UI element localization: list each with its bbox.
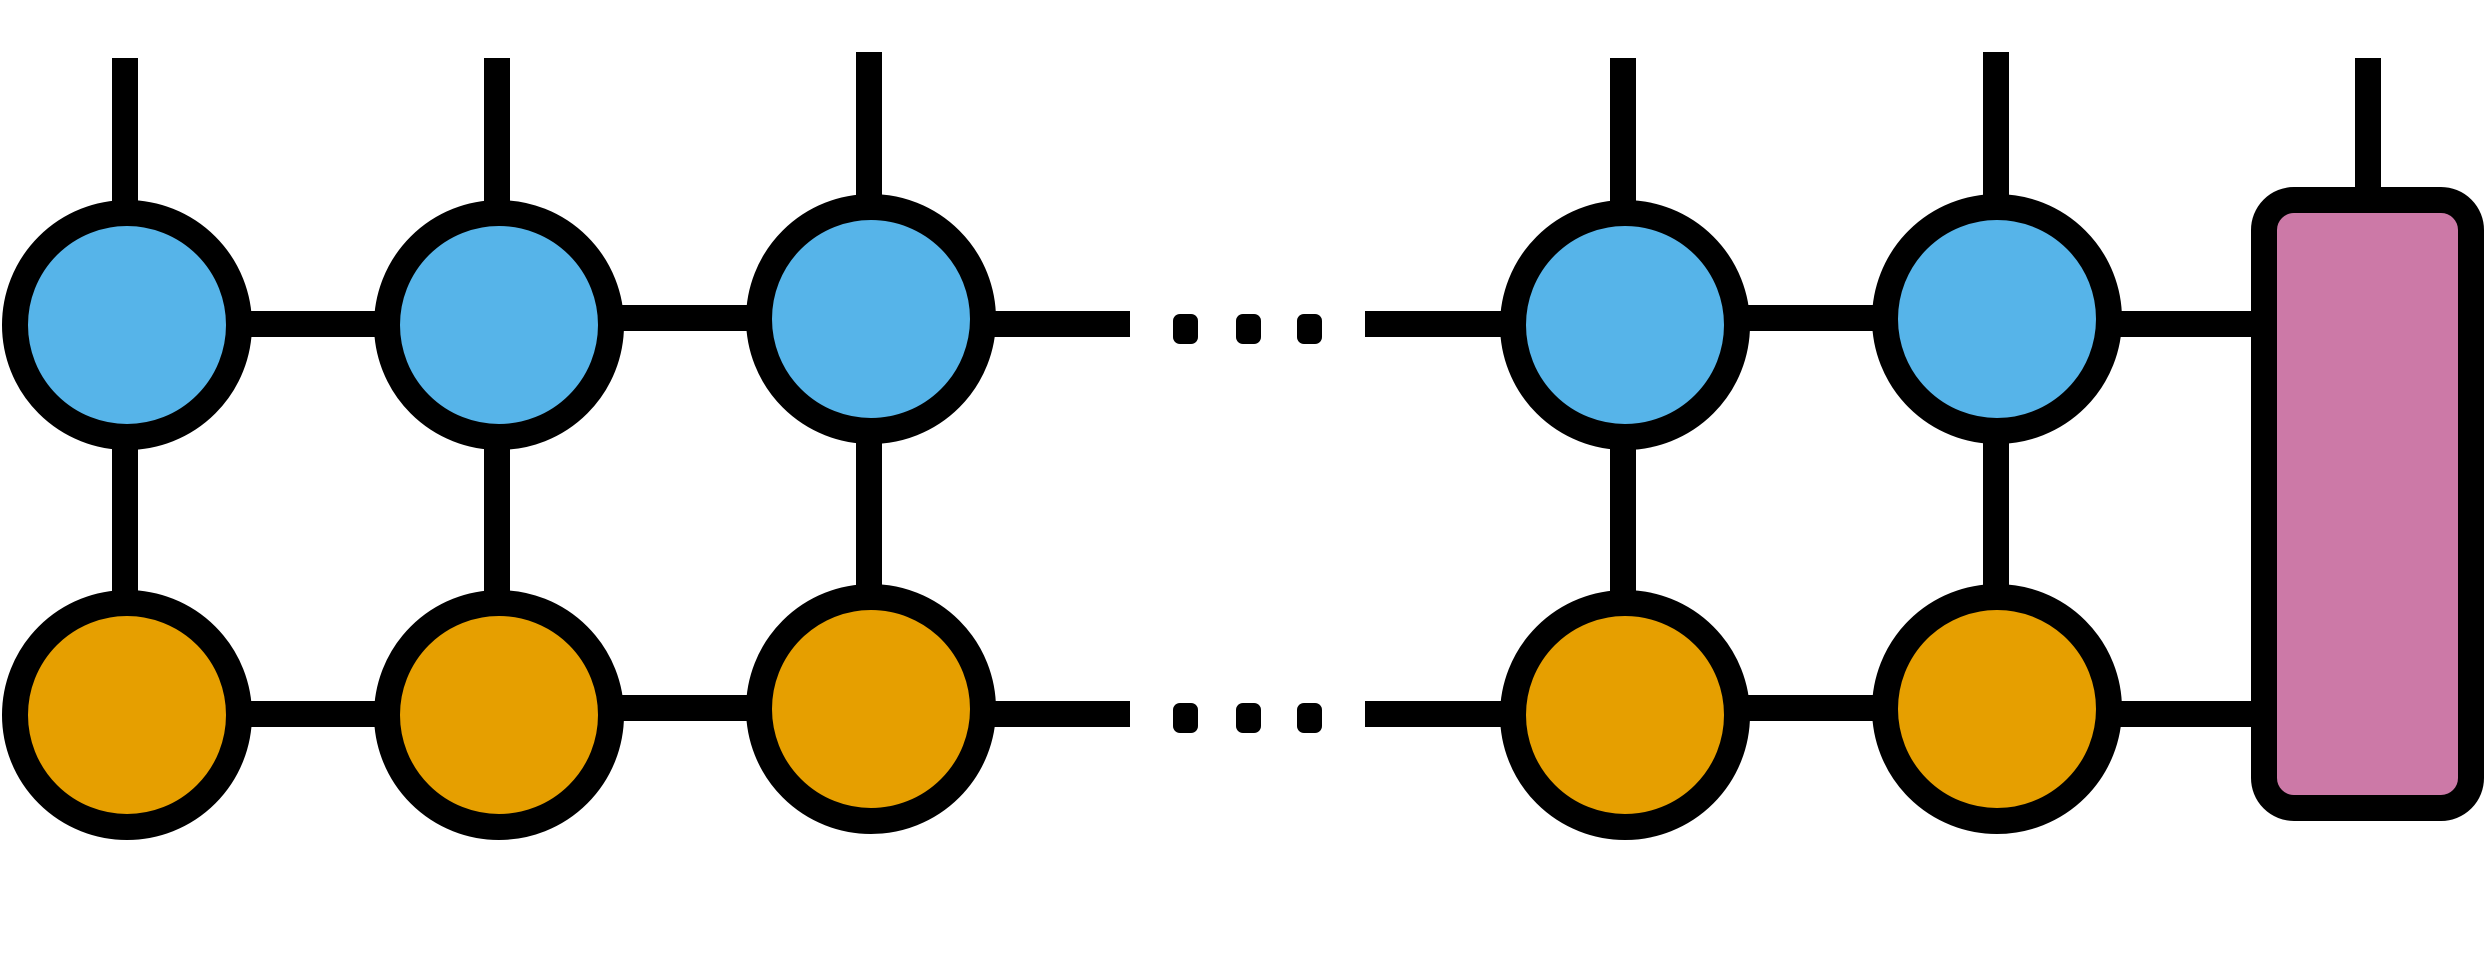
- ellipsis-dot: [1297, 314, 1322, 344]
- ellipsis-dot: [1173, 314, 1198, 344]
- top-row-nodes: [2, 194, 2122, 450]
- bottom-tensor-node: [1500, 590, 1750, 840]
- ellipsis-dot: [1236, 314, 1261, 344]
- bottom-tensor-node: [746, 584, 996, 834]
- physical-legs: [112, 52, 2381, 210]
- top-row-bonds: [240, 305, 2262, 337]
- bottom-row-bonds: [240, 695, 2262, 727]
- ellipsis-dot: [1236, 703, 1261, 733]
- gap-marker-top: [1173, 314, 1322, 344]
- ellipsis-dot: [1173, 703, 1198, 733]
- gap-marker-bottom: [1173, 703, 1322, 733]
- top-tensor-node: [746, 194, 996, 444]
- bottom-tensor-node: [2, 590, 252, 840]
- vertical-bonds: [112, 425, 2009, 600]
- ellipsis-dot: [1297, 703, 1322, 733]
- top-tensor-node: [1500, 200, 1750, 450]
- top-tensor-node: [1872, 194, 2122, 444]
- top-tensor-node: [374, 200, 624, 450]
- bottom-tensor-node: [374, 590, 624, 840]
- top-tensor-node: [2, 200, 252, 450]
- bottom-tensor-node: [1872, 584, 2122, 834]
- boundary-tensor-block: [2251, 187, 2484, 821]
- bottom-row-nodes: [2, 584, 2122, 840]
